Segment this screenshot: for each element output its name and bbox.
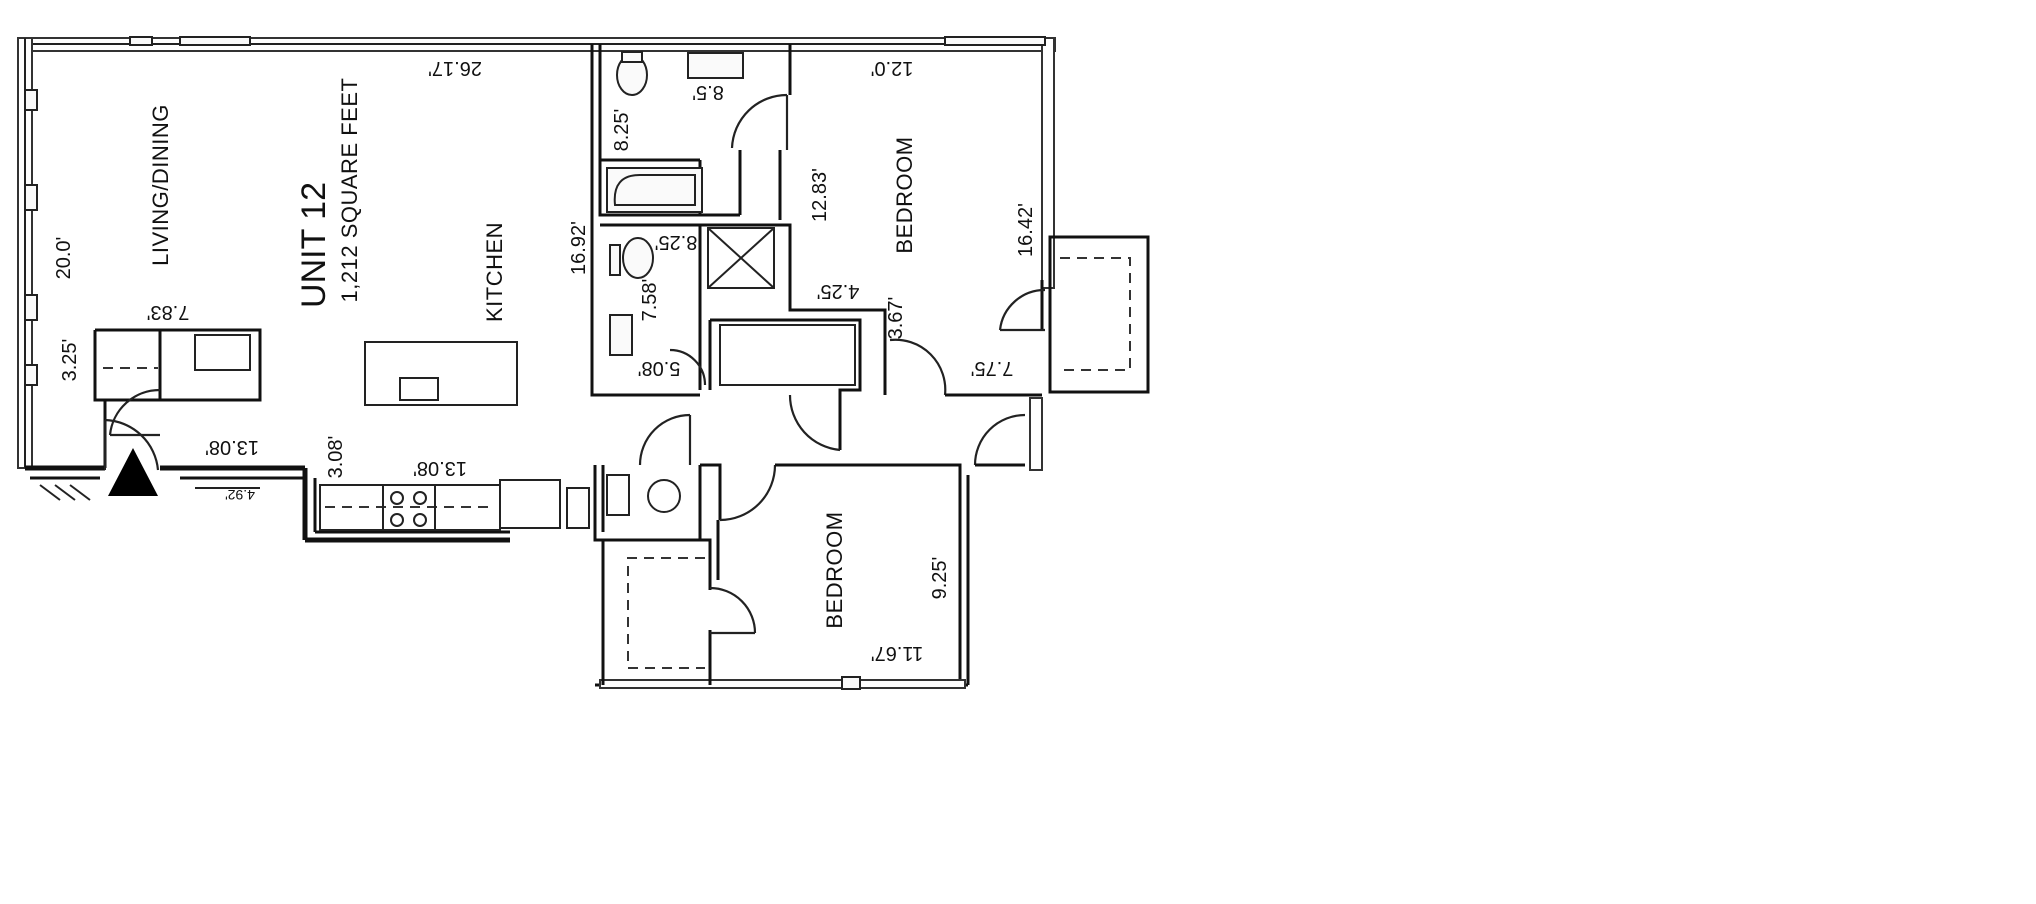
entry-closet	[93, 328, 262, 471]
window-markers	[24, 36, 1046, 386]
bathroom-1	[590, 44, 789, 397]
hall-closets	[708, 223, 947, 452]
bedroom-1	[788, 44, 1150, 467]
bathroom-2	[600, 223, 780, 390]
dim-kitchen-height: 3.08'	[325, 436, 347, 479]
dim-bath2-height: 7.58'	[639, 279, 661, 322]
room-labels: LIVING/DINING UNIT 12 1,212 SQUARE FEET …	[148, 78, 917, 629]
bedroom-1-closet	[1048, 235, 1150, 394]
right-wall-lower	[1029, 397, 1043, 471]
unit-area: 1,212 SQUARE FEET	[337, 78, 362, 303]
laundry	[593, 413, 777, 542]
dim-hall-width: 13.08'	[205, 436, 259, 458]
stove-icon	[390, 491, 427, 527]
bedroom-2-label: BEDROOM	[822, 511, 847, 628]
dim-hall-closet-w: 7.75'	[971, 357, 1014, 379]
dimension-labels: 26.17' 20.0' 7.83' 3.25' 13.08' 3.08' 13…	[53, 57, 1037, 664]
dim-bedroom1-closet-w: 4.25'	[817, 280, 860, 302]
dim-bath1-width: 8.5'	[692, 81, 724, 103]
entry-arrow-icon	[108, 448, 158, 496]
dim-entry-closet-h: 3.25'	[59, 339, 81, 382]
kitchen	[319, 341, 590, 531]
right-wall-upper	[1041, 37, 1055, 289]
dim-bedroom2-width: 11.67'	[871, 642, 923, 664]
dishwasher	[566, 487, 590, 529]
sink-icon	[687, 52, 744, 79]
dim-corridor: 4.92'	[225, 487, 255, 503]
sink-2-icon	[609, 314, 633, 356]
island-sink	[399, 377, 439, 401]
dim-living-height: 20.0'	[53, 237, 75, 280]
washer	[606, 474, 630, 516]
dim-hall-length: 16.92'	[568, 221, 590, 275]
dim-hall-closet-h: 3.67'	[885, 297, 907, 340]
kitchen-label: KITCHEN	[482, 222, 507, 322]
unit-title: UNIT 12	[295, 182, 333, 308]
bedroom-2	[595, 463, 970, 690]
dim-bedroom2-height: 9.25'	[929, 557, 951, 600]
exterior-walls	[17, 37, 1056, 543]
water-heater-icon	[647, 479, 681, 513]
dim-laundry-width: 5.08'	[638, 357, 681, 379]
kitchen-island	[364, 341, 518, 406]
dim-bedroom1-closet-h: 12.83'	[809, 168, 831, 222]
bedroom-1-label: BEDROOM	[892, 136, 917, 253]
shower	[707, 227, 775, 289]
living-dining-label: LIVING/DINING	[148, 104, 173, 266]
toilet-2-icon	[622, 237, 654, 279]
dim-bath1-height: 8.25'	[611, 109, 633, 152]
dim-kitchen-width: 13.08'	[413, 457, 467, 479]
dim-bedroom1-height: 16.42'	[1015, 203, 1037, 257]
refrigerator	[499, 479, 561, 529]
dim-entry-closet-w: 7.83'	[147, 301, 190, 323]
dim-bedroom1-width: 12.0'	[871, 57, 914, 79]
dim-living-width: 26.17'	[428, 57, 482, 79]
dim-bath2-width: 8.25'	[655, 231, 698, 253]
